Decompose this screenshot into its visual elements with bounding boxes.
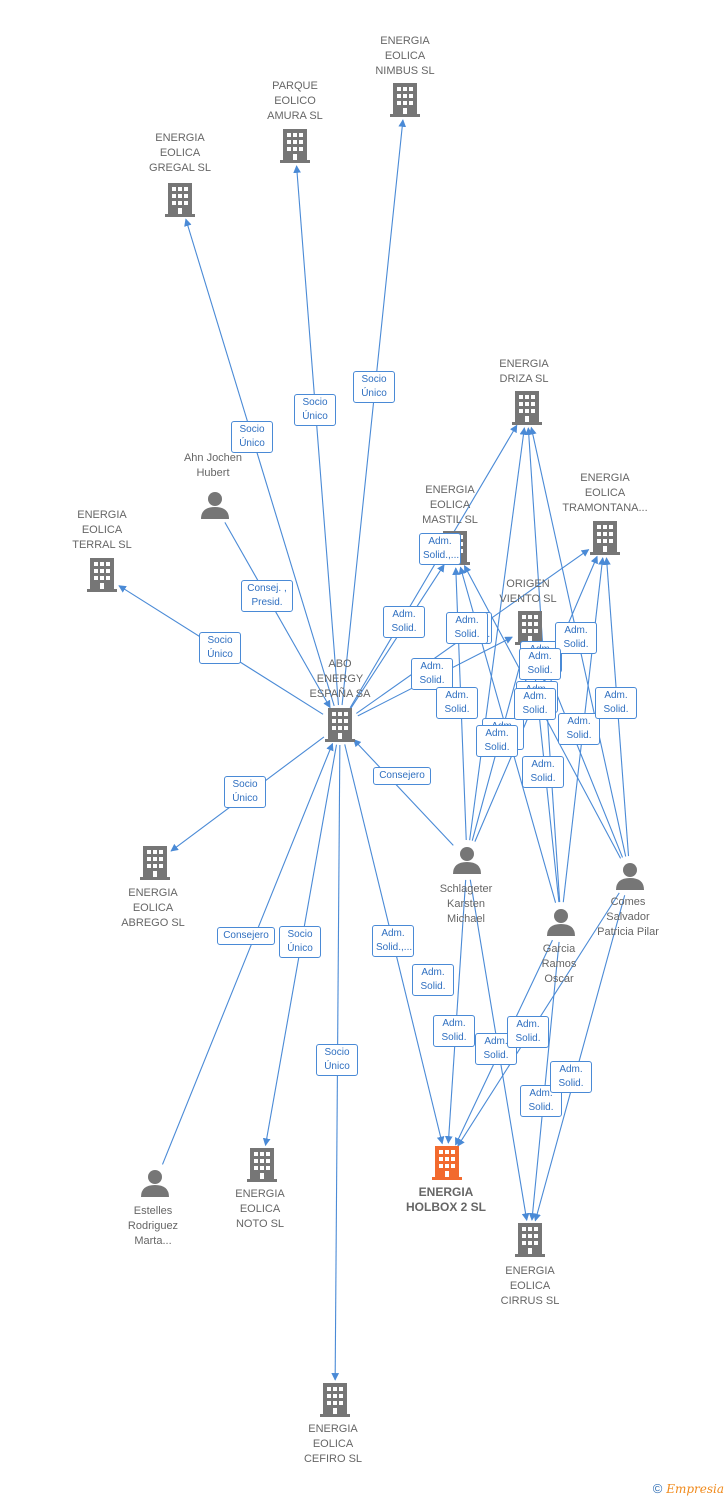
edge-label: Adm. Solid. (595, 687, 637, 719)
edge-label: Socio Único (353, 371, 395, 403)
node-label: Estelles Rodriguez Marta... (127, 1205, 179, 1247)
building-icon-driza[interactable] (512, 391, 542, 425)
building-icon-cirrus[interactable] (515, 1223, 545, 1257)
node-gregal[interactable]: ENERGIA EOLICA GREGAL SL (120, 131, 240, 176)
edge-label: Adm. Solid. (558, 713, 600, 745)
node-origen[interactable]: ORIGEN VIENTO SL (468, 577, 588, 607)
person-icon-estelles[interactable] (141, 1170, 169, 1197)
edge-label: Adm. Solid. (550, 1061, 592, 1093)
edge-label: Adm. Solid. (433, 1015, 475, 1047)
node-label: ABO ENERGY ESPAÑA SA (309, 658, 371, 700)
node-label: ORIGEN VIENTO SL (499, 578, 557, 605)
brand-name: Empresia (666, 1482, 724, 1496)
node-label: PARQUE EOLICO AMURA SL (267, 80, 323, 122)
edge-label: Consejero (217, 927, 275, 945)
node-label: ENERGIA EOLICA CIRRUS SL (500, 1265, 560, 1307)
edge-label: Adm. Solid. (522, 756, 564, 788)
edge-abo-driza (349, 424, 518, 709)
node-abrego[interactable]: ENERGIA EOLICA ABREGO SL (93, 886, 213, 931)
node-label: ENERGIA EOLICA CEFIRO SL (303, 1423, 363, 1465)
building-icon-gregal[interactable] (165, 183, 195, 217)
edge-label: Adm. Solid. (519, 648, 561, 680)
edge-label: Socio Único (224, 776, 266, 808)
node-holbox[interactable]: ENERGIA HOLBOX 2 SL (386, 1185, 506, 1215)
edge-label: Socio Único (279, 926, 321, 958)
node-nimbus[interactable]: ENERGIA EOLICA NIMBUS SL (345, 34, 465, 79)
edge-label: Adm. Solid. (436, 687, 478, 719)
edge-abo-amura (293, 165, 339, 706)
building-icon-amura[interactable] (280, 129, 310, 163)
edge-estelles-abo (161, 742, 334, 1165)
node-noto[interactable]: ENERGIA EOLICA NOTO SL (200, 1187, 320, 1232)
edge-label: Consej. , Presid. (241, 580, 293, 612)
edge-label: Adm. Solid.,... (372, 925, 414, 957)
building-icon-tramontana[interactable] (590, 521, 620, 555)
node-abo[interactable]: ABO ENERGY ESPAÑA SA (280, 657, 400, 702)
node-mastil[interactable]: ENERGIA EOLICA MASTIL SL (390, 483, 510, 528)
edge-label: Adm. Solid. (383, 606, 425, 638)
edge-label: Adm. Solid. (507, 1016, 549, 1048)
building-icon-terral[interactable] (87, 558, 117, 592)
edge-schlageter-driza (469, 427, 528, 841)
building-icon-cefiro[interactable] (320, 1383, 350, 1417)
edge-label: Adm. Solid. (411, 658, 453, 690)
node-label: ENERGIA EOLICA GREGAL SL (149, 132, 211, 174)
node-label: Comes Salvador Patricia Pilar (597, 896, 659, 938)
node-cirrus[interactable]: ENERGIA EOLICA CIRRUS SL (470, 1264, 590, 1309)
node-label: ENERGIA EOLICA TRAMONTANA... (562, 472, 648, 514)
building-icon-nimbus[interactable] (390, 83, 420, 117)
edge-abo-nimbus (341, 119, 407, 706)
edge-label: Adm. Solid. (446, 612, 488, 644)
node-garcia[interactable]: Garcia Ramos Oscar (499, 942, 619, 987)
person-icon-comes[interactable] (616, 863, 644, 890)
edge-comes-cirrus (533, 895, 626, 1222)
node-tramontana[interactable]: ENERGIA EOLICA TRAMONTANA... (545, 471, 665, 516)
node-amura[interactable]: PARQUE EOLICO AMURA SL (235, 79, 355, 124)
building-icon-abo[interactable] (325, 708, 355, 742)
node-label: ENERGIA EOLICA NIMBUS SL (375, 35, 435, 77)
edge-abo-gregal (184, 218, 335, 707)
person-icon-schlageter[interactable] (453, 847, 481, 874)
edge-label: Adm. Solid. (555, 622, 597, 654)
node-terral[interactable]: ENERGIA EOLICA TERRAL SL (42, 508, 162, 553)
edge-schlageter-holbox (444, 879, 467, 1144)
building-icon-holbox[interactable] (432, 1146, 462, 1180)
building-icon-noto[interactable] (247, 1148, 277, 1182)
node-ahn[interactable]: Ahn Jochen Hubert (153, 451, 273, 481)
building-icon-abrego[interactable] (140, 846, 170, 880)
node-label: Ahn Jochen Hubert (183, 452, 243, 479)
edge-label: Adm. Solid.,... (419, 533, 461, 565)
edge-schlageter-abo (353, 739, 454, 846)
node-comes[interactable]: Comes Salvador Patricia Pilar (568, 895, 688, 940)
node-label: ENERGIA HOLBOX 2 SL (405, 1185, 486, 1214)
edge-label: Adm. Solid. (514, 688, 556, 720)
edge-ahn-abo (224, 522, 331, 709)
footer-brand: © Empresia (653, 1481, 724, 1496)
node-cefiro[interactable]: ENERGIA EOLICA CEFIRO SL (273, 1422, 393, 1467)
edge-label: Socio Único (294, 394, 336, 426)
node-label: ENERGIA DRIZA SL (499, 358, 549, 385)
edge-garcia-cirrus (528, 941, 560, 1221)
node-driza[interactable]: ENERGIA DRIZA SL (464, 357, 584, 387)
edge-label: Socio Único (231, 421, 273, 453)
copyright-symbol: © (652, 1481, 663, 1496)
edge-label: Socio Único (199, 632, 241, 664)
edge-label: Socio Único (316, 1044, 358, 1076)
node-label: ENERGIA EOLICA TERRAL SL (72, 509, 132, 551)
node-label: Garcia Ramos Oscar (541, 943, 577, 985)
node-label: ENERGIA EOLICA ABREGO SL (121, 887, 185, 929)
edge-label: Adm. Solid. (476, 725, 518, 757)
node-label: Schlageter Karsten Michael (439, 883, 493, 925)
node-estelles[interactable]: Estelles Rodriguez Marta... (93, 1204, 213, 1249)
person-icon-ahn[interactable] (201, 492, 229, 519)
node-label: ENERGIA EOLICA MASTIL SL (422, 484, 478, 526)
edge-label: Adm. Solid. (412, 964, 454, 996)
edge-label: Consejero (373, 767, 431, 785)
building-icon-origen[interactable] (515, 611, 545, 645)
node-label: ENERGIA EOLICA NOTO SL (235, 1188, 285, 1230)
node-schlageter[interactable]: Schlageter Karsten Michael (406, 882, 526, 927)
